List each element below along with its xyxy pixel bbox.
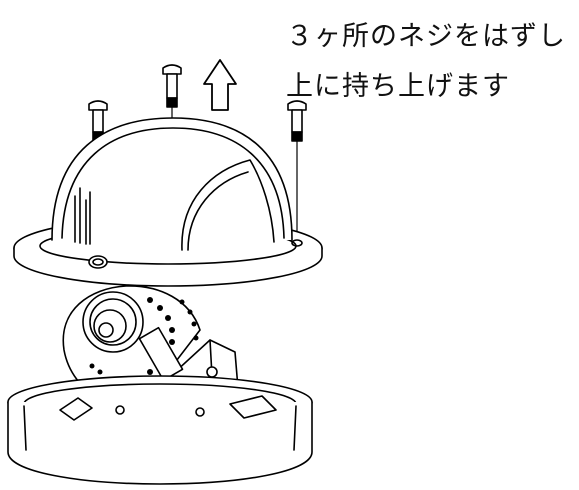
instruction-line-1: ３ヶ所のネジをはずし (286, 21, 566, 52)
dome-cover (13, 117, 323, 287)
camera-base (7, 375, 313, 485)
instruction-line-2: 上に持ち上げます (286, 71, 510, 102)
screw-right (287, 100, 307, 241)
up-arrow-icon (203, 59, 237, 111)
